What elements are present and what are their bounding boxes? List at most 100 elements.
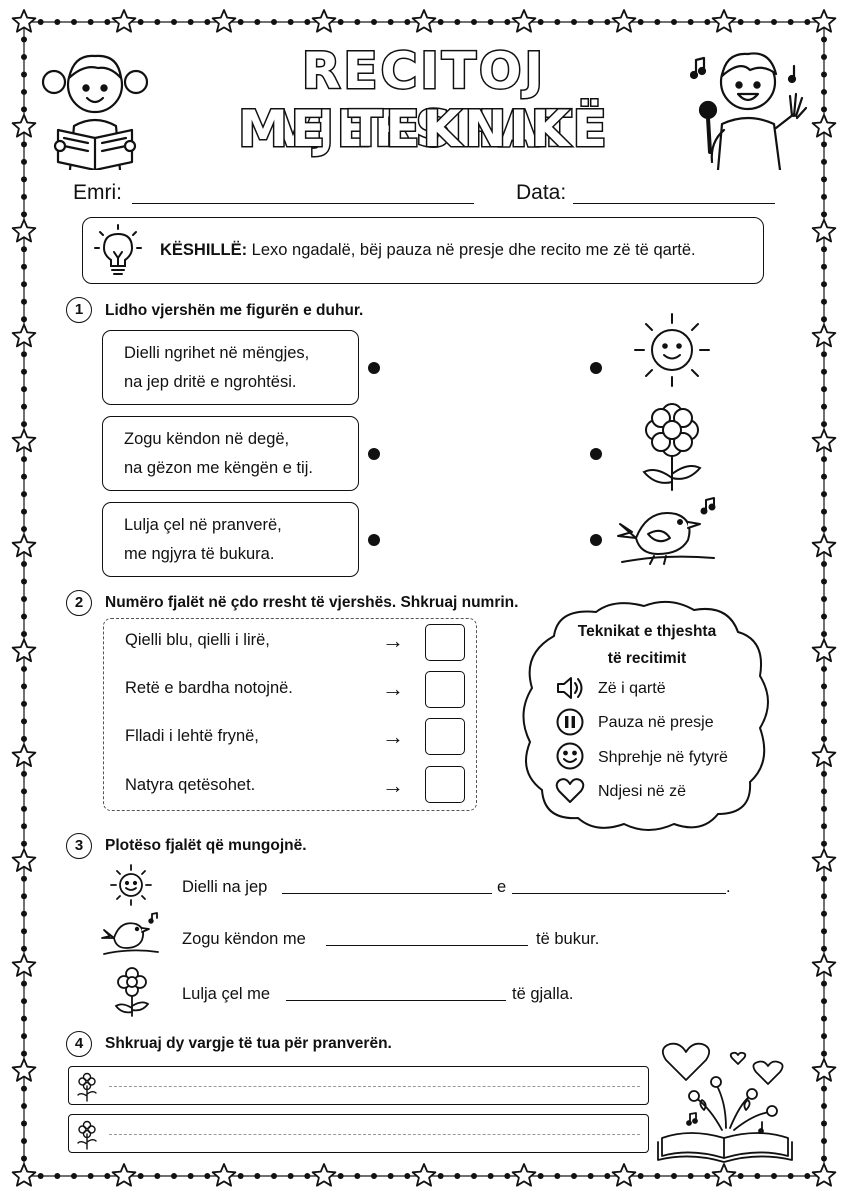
fill-sentence-2-end: të bukur. bbox=[536, 930, 600, 948]
date-write-line[interactable] bbox=[573, 203, 775, 204]
border-dot bbox=[204, 1173, 211, 1179]
border-dot bbox=[821, 998, 827, 1005]
border-dot bbox=[737, 19, 744, 25]
border-dot bbox=[337, 1173, 344, 1179]
border-dot bbox=[187, 19, 194, 25]
fill-blank-3[interactable] bbox=[286, 1000, 506, 1001]
fill-blank-2[interactable] bbox=[326, 945, 528, 946]
border-dot bbox=[21, 1033, 27, 1040]
match-dot-right-1[interactable] bbox=[590, 362, 602, 374]
arrow-right-icon: → bbox=[382, 773, 404, 798]
border-star-icon bbox=[11, 638, 37, 663]
count-answer-box-1[interactable] bbox=[425, 624, 465, 661]
flower-icon bbox=[114, 967, 150, 1017]
border-star-icon bbox=[11, 1163, 37, 1187]
border-dot bbox=[737, 1173, 744, 1179]
poem-line: Dielli ngrihet në mëngjes, bbox=[124, 344, 310, 362]
open-book-with-hearts-illustration bbox=[657, 1042, 793, 1163]
border-dot bbox=[354, 19, 361, 25]
border-dot bbox=[21, 1085, 27, 1092]
border-dot bbox=[504, 19, 511, 25]
border-dot bbox=[821, 718, 827, 725]
border-dot bbox=[821, 928, 827, 935]
boy-with-microphone-illustration bbox=[690, 52, 808, 170]
border-dot bbox=[821, 141, 827, 148]
border-dot bbox=[187, 1173, 194, 1179]
border-dot bbox=[787, 19, 794, 25]
border-dot bbox=[487, 1173, 494, 1179]
border-dot bbox=[671, 19, 677, 25]
border-dot bbox=[21, 928, 27, 935]
border-dot bbox=[21, 1155, 27, 1162]
border-dot bbox=[804, 19, 811, 25]
border-dot bbox=[821, 561, 827, 568]
border-dot bbox=[821, 630, 827, 637]
border-dot bbox=[21, 1138, 27, 1145]
border-star-icon bbox=[811, 428, 837, 453]
count-answer-box-2[interactable] bbox=[425, 671, 465, 708]
border-dot bbox=[821, 281, 827, 288]
border-dot bbox=[821, 1155, 827, 1162]
guide-dash bbox=[109, 1134, 640, 1135]
count-answer-box-4[interactable] bbox=[425, 766, 465, 803]
border-dot bbox=[537, 1173, 544, 1179]
border-dot bbox=[821, 158, 827, 165]
fill-blank-1a[interactable] bbox=[282, 893, 492, 894]
poem-box-flower: Lulja çel në pranverë, me ngjyra të buku… bbox=[102, 502, 359, 577]
match-dot-left-2[interactable] bbox=[368, 448, 380, 460]
pause-icon bbox=[556, 708, 584, 736]
border-dot bbox=[21, 1050, 27, 1057]
border-star-icon bbox=[311, 9, 337, 33]
border-dot bbox=[21, 176, 27, 183]
border-dot bbox=[37, 19, 44, 25]
border-star-icon bbox=[811, 9, 837, 33]
border-dot bbox=[254, 19, 261, 25]
border-dot bbox=[37, 1173, 44, 1179]
match-dot-left-1[interactable] bbox=[368, 362, 380, 374]
border-dot bbox=[571, 1173, 577, 1179]
match-dot-right-2[interactable] bbox=[590, 448, 602, 460]
border-dot bbox=[21, 735, 27, 742]
border-dot bbox=[587, 19, 594, 25]
border-dot bbox=[554, 1173, 561, 1179]
fill-sentence-1-end: . bbox=[726, 878, 731, 896]
border-dot bbox=[821, 298, 827, 305]
border-dot bbox=[21, 141, 27, 148]
border-dot bbox=[821, 316, 827, 323]
border-dot bbox=[21, 875, 27, 882]
border-dot bbox=[437, 1173, 444, 1179]
fill-sentence-1-middle: e bbox=[497, 878, 507, 896]
match-dot-right-3[interactable] bbox=[590, 534, 602, 546]
verse-write-line-1[interactable] bbox=[68, 1066, 649, 1105]
poem-line: me ngjyra të bukura. bbox=[124, 545, 275, 563]
count-answer-box-3[interactable] bbox=[425, 718, 465, 755]
small-flower-icon bbox=[77, 1120, 97, 1150]
border-dot bbox=[21, 823, 27, 830]
border-dot bbox=[821, 71, 827, 78]
border-dot bbox=[21, 910, 27, 917]
border-dot bbox=[771, 19, 777, 25]
date-label: Data: bbox=[516, 181, 567, 204]
border-star-icon bbox=[311, 1163, 337, 1187]
border-dot bbox=[821, 246, 827, 253]
small-flower-icon bbox=[77, 1072, 97, 1102]
border-dot bbox=[821, 683, 827, 690]
bird-icon bbox=[101, 912, 159, 955]
name-write-line[interactable] bbox=[132, 203, 474, 204]
speaker-icon bbox=[557, 677, 583, 699]
border-dot bbox=[137, 19, 144, 25]
border-dot bbox=[821, 176, 827, 183]
border-dot bbox=[21, 945, 27, 952]
border-dot bbox=[821, 1085, 827, 1092]
bird-icon bbox=[617, 497, 716, 565]
border-dot bbox=[304, 19, 311, 25]
border-dot bbox=[821, 403, 827, 410]
border-star-icon bbox=[811, 638, 837, 663]
match-dot-left-3[interactable] bbox=[368, 534, 380, 546]
verse-write-line-2[interactable] bbox=[68, 1114, 649, 1153]
border-dot bbox=[821, 735, 827, 742]
fill-blank-1b[interactable] bbox=[512, 893, 726, 894]
border-star-icon bbox=[411, 9, 437, 33]
border-dot bbox=[87, 19, 94, 25]
